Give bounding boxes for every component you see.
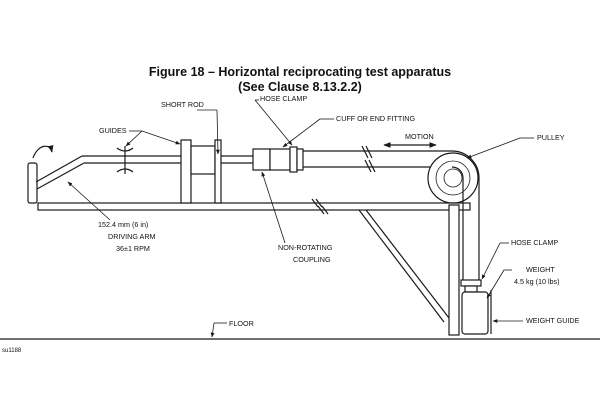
pulley-label: PULLEY [537, 133, 565, 142]
crank-plate [27, 162, 38, 204]
hose-break-mark [361, 145, 376, 173]
hose-clamp-right-leader-arrow [481, 242, 501, 280]
pulley-wheel [427, 152, 479, 204]
pulley-inner-ring [435, 160, 471, 196]
cuff-fitting-leader-arrow [282, 118, 321, 148]
coupling-leader-arrow [261, 171, 286, 244]
hose-clamp-right-label: HOSE CLAMP [511, 238, 558, 247]
driving-arm-leader-arrow [67, 181, 111, 221]
driving-arm-upper [35, 155, 83, 183]
guides-label: GUIDES [99, 126, 127, 135]
weight-block [461, 291, 489, 335]
floor-label: FLOOR [229, 319, 254, 328]
figure-subtitle: (See Clause 8.13.2.2) [238, 80, 362, 94]
weight-leader-arrow [486, 269, 505, 299]
beam-break-mark [311, 198, 323, 208]
short-rod-leader-arrow [215, 109, 220, 155]
weight-guide-label: WEIGHT GUIDE [526, 316, 580, 325]
horizontal-beam [37, 202, 471, 211]
weight-neck [464, 285, 478, 293]
guides-leader-arrow-2 [141, 130, 181, 145]
hose-clamp-top-band [296, 148, 304, 171]
corner-tag: su1188 [2, 348, 22, 354]
pulley-leader-arrow [466, 137, 521, 159]
guide-block-left [180, 139, 192, 204]
motion-label: MOTION [405, 132, 434, 141]
non-rotating-coupling [252, 148, 271, 171]
driving-arm-length-label: 152.4 mm (6 in) [98, 220, 148, 229]
weight-label: WEIGHT [526, 265, 555, 274]
weight-value-label: 4.5 kg (10 lbs) [514, 277, 560, 286]
diagonal-brace [365, 209, 450, 319]
driving-arm-lower [36, 162, 85, 190]
cuff-end-fitting [269, 148, 291, 171]
non-rotating-label: NON-ROTATING [278, 243, 333, 252]
rotation-arrow [32, 145, 54, 159]
hose-over-pulley-inner [451, 166, 464, 283]
pulley-hub [443, 168, 463, 188]
beam-break-mark-2 [317, 205, 329, 215]
hose-clamp-lower [460, 279, 482, 287]
support-column [448, 204, 460, 336]
driving-arm-label: DRIVING ARM [108, 232, 156, 241]
hose-clamp-top-leader-arrow [254, 99, 293, 146]
cuff-fitting-label: CUFF OR END FITTING [336, 114, 415, 123]
guides-leader-arrow-1 [125, 130, 143, 147]
short-rod-label: SHORT ROD [161, 100, 204, 109]
hose-over-pulley-outer [451, 150, 480, 283]
guide-block-center [190, 145, 216, 175]
diagonal-brace-inner [358, 209, 445, 323]
driving-arm-speed-label: 36±1 RPM [116, 244, 150, 253]
coupling-label: COUPLING [293, 255, 331, 264]
figure-title: Figure 18 – Horizontal reciprocating tes… [149, 65, 451, 79]
hose-clamp-top [289, 146, 298, 173]
hose-clamp-top-label: HOSE CLAMP [260, 94, 307, 103]
floor-leader-arrow [210, 322, 215, 338]
